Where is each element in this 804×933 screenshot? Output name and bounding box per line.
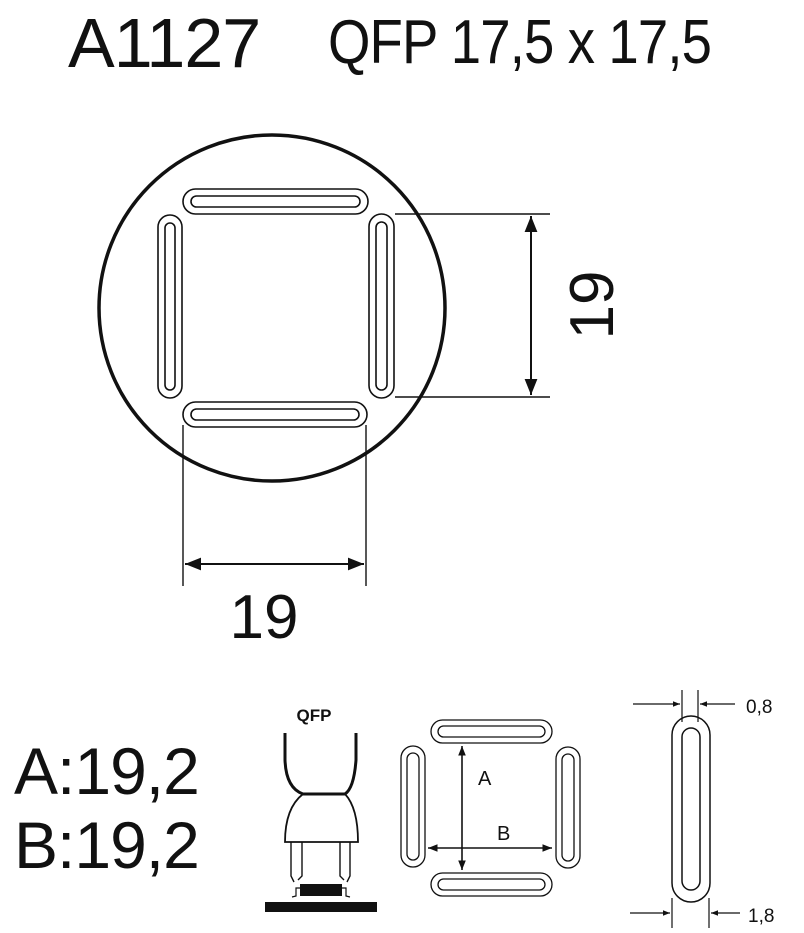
horizontal-dimension: 19 xyxy=(182,425,367,652)
horizontal-dimension-value: 19 xyxy=(230,583,299,652)
schematic-slot-top xyxy=(430,719,553,744)
inner-width-value: 0,8 xyxy=(746,697,772,718)
schematic-slot-bottom xyxy=(430,872,553,897)
spec-b-value: B:19,2 xyxy=(14,808,200,882)
ab-schematic: A B xyxy=(400,719,581,897)
slot-bottom xyxy=(182,401,368,428)
outer-width-value: 1,8 xyxy=(748,906,774,927)
spec-a-value: A:19,2 xyxy=(14,734,200,808)
slot-right xyxy=(368,213,395,399)
qfp-side-view-label: QFP xyxy=(297,706,332,725)
slot-left xyxy=(157,214,183,399)
qfp-side-view: QFP xyxy=(265,706,377,912)
schematic-a-marker: A xyxy=(478,768,492,790)
vertical-dimension: 19 xyxy=(395,213,627,398)
schematic-b-marker: B xyxy=(497,823,510,845)
slot-top xyxy=(182,188,369,215)
nozzle-outline-circle xyxy=(97,133,447,483)
slot-detail-outer xyxy=(671,715,711,903)
part-description: QFP 17,5 x 17,5 xyxy=(328,8,712,77)
nozzle-top-view xyxy=(97,133,447,483)
pcb-board xyxy=(265,902,377,912)
schematic-slot-left xyxy=(400,745,426,868)
slot-width-detail: 0,8 1,8 xyxy=(630,690,774,928)
vertical-dimension-value: 19 xyxy=(558,271,627,340)
qfp-chip xyxy=(300,884,342,896)
part-code: A1127 xyxy=(68,4,261,82)
schematic-slot-right xyxy=(555,746,581,869)
slot-detail-inner xyxy=(681,727,701,891)
